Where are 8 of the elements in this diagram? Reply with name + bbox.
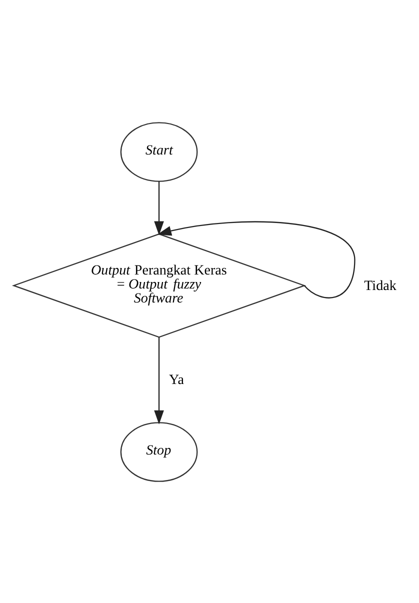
node-diamond: Output Perangkat Keras = Output fuzzy Software [11, 232, 306, 338]
node-ellipse: Stop [120, 422, 198, 482]
arrow [154, 180, 164, 235]
arrow [156, 220, 355, 298]
arrow [154, 336, 164, 424]
edge-label: Tidak [364, 277, 396, 294]
edge-label: Ya [168, 372, 184, 388]
node-ellipse: Start [120, 122, 198, 182]
